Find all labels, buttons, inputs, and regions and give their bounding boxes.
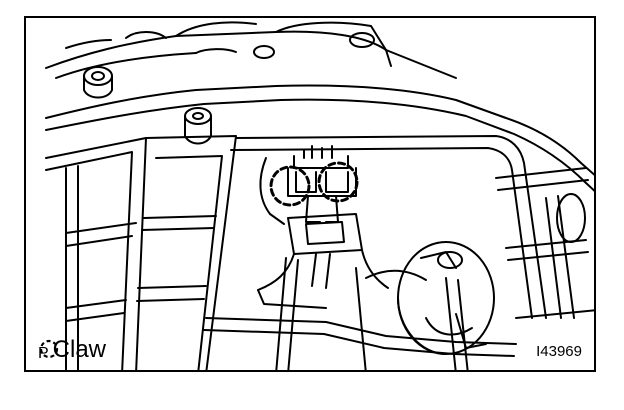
assembly-illustration xyxy=(45,21,594,370)
legend-label: Claw xyxy=(52,336,107,363)
case-frame xyxy=(45,84,594,319)
grille-structure xyxy=(45,135,517,370)
diagram-frame: P Claw I43969 xyxy=(24,16,596,372)
connector-assembly xyxy=(257,145,389,309)
claw-marker-left xyxy=(269,165,311,207)
claw-marker-right xyxy=(317,161,359,203)
blower-motor xyxy=(365,241,495,355)
upper-housing xyxy=(45,21,457,79)
dashed-circle-icon xyxy=(39,339,59,359)
legend: P Claw xyxy=(38,338,106,362)
legend-prefix: P xyxy=(38,345,49,362)
claw-markers xyxy=(269,161,359,207)
figure-id: I43969 xyxy=(536,343,582,360)
right-duct-grid xyxy=(495,167,594,319)
